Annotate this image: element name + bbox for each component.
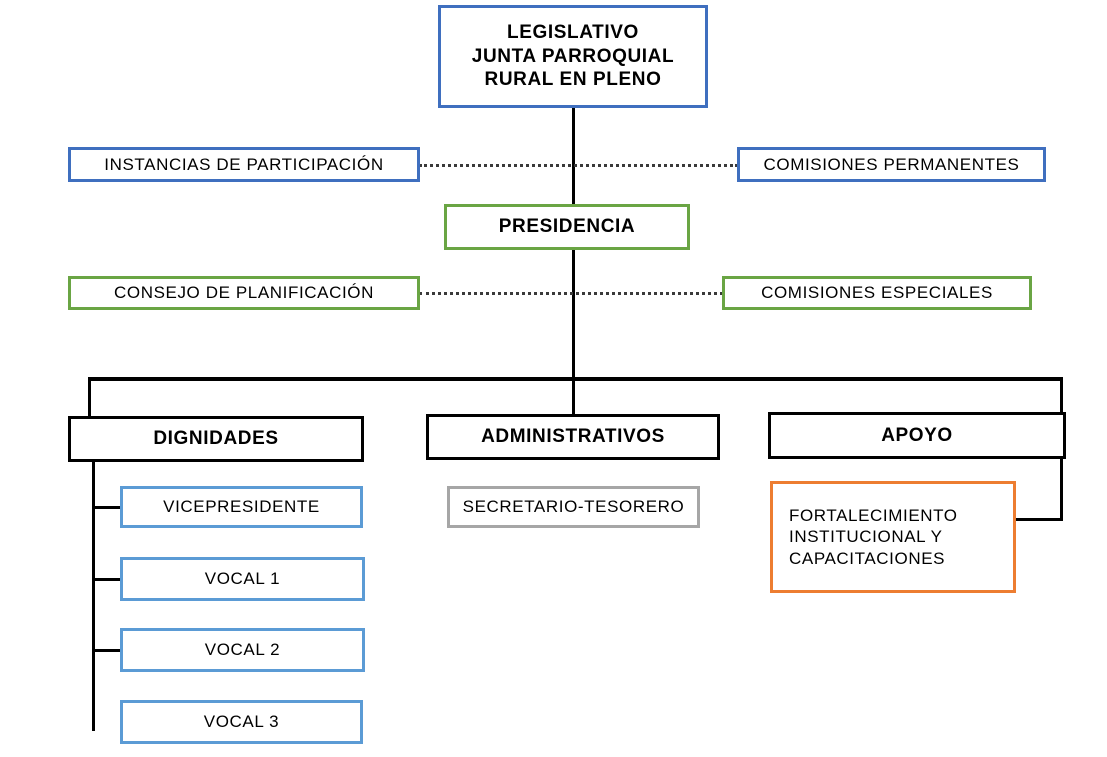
node-vicepresidente[interactable]: VICEPRESIDENTE xyxy=(120,486,363,528)
node-consejo-planificacion[interactable]: CONSEJO DE PLANIFICACIÓN xyxy=(68,276,420,310)
node-fortalecimiento-line1: FORTALECIMIENTO xyxy=(789,506,958,526)
node-secretario-tesorero[interactable]: SECRETARIO-TESORERO xyxy=(447,486,700,528)
node-secretario-tesorero-label: SECRETARIO-TESORERO xyxy=(462,497,685,517)
connector-dotted-row-2 xyxy=(419,292,723,295)
connector-stub-vicepresidente xyxy=(92,506,122,509)
node-presidencia-label: PRESIDENCIA xyxy=(498,216,636,238)
connector-legislativo-presidencia xyxy=(572,108,575,205)
node-fortalecimiento-institucional[interactable]: FORTALECIMIENTO INSTITUCIONAL Y CAPACITA… xyxy=(770,481,1016,593)
connector-bus-dignidades xyxy=(88,377,91,417)
node-vocal-3-label: VOCAL 3 xyxy=(203,712,280,732)
node-comisiones-especiales[interactable]: COMISIONES ESPECIALES xyxy=(722,276,1032,310)
connector-dignidades-spine xyxy=(92,462,95,731)
node-vocal-3[interactable]: VOCAL 3 xyxy=(120,700,363,744)
node-legislativo-line1: LEGISLATIVO xyxy=(507,21,639,43)
node-vocal-1[interactable]: VOCAL 1 xyxy=(120,557,365,601)
node-dignidades-label: DIGNIDADES xyxy=(153,428,279,450)
connector-dotted-row-1 xyxy=(419,164,738,167)
node-administrativos[interactable]: ADMINISTRATIVOS xyxy=(426,414,720,460)
connector-bus-administrativos xyxy=(572,377,575,415)
node-vocal-2[interactable]: VOCAL 2 xyxy=(120,628,365,672)
node-instancias-participacion[interactable]: INSTANCIAS DE PARTICIPACIÓN xyxy=(68,147,420,182)
node-legislativo-line3: RURAL EN PLENO xyxy=(484,69,662,91)
node-legislativo[interactable]: LEGISLATIVO JUNTA PARROQUIAL RURAL EN PL… xyxy=(438,5,708,108)
node-vicepresidente-label: VICEPRESIDENTE xyxy=(163,497,320,517)
node-comisiones-permanentes-label: COMISIONES PERMANENTES xyxy=(763,154,1020,174)
connector-presidencia-bus xyxy=(572,249,575,379)
node-comisiones-permanentes[interactable]: COMISIONES PERMANENTES xyxy=(737,147,1046,182)
connector-department-bus xyxy=(88,377,1063,381)
connector-stub-vocal-1 xyxy=(92,578,122,581)
node-fortalecimiento-line2: INSTITUCIONAL Y xyxy=(789,527,943,547)
node-presidencia[interactable]: PRESIDENCIA xyxy=(444,204,690,250)
node-administrativos-label: ADMINISTRATIVOS xyxy=(481,426,665,448)
node-legislativo-line2: JUNTA PARROQUIAL xyxy=(471,45,675,67)
node-dignidades[interactable]: DIGNIDADES xyxy=(68,416,364,462)
connector-apoyo-fortalecimiento xyxy=(1016,518,1063,521)
node-apoyo[interactable]: APOYO xyxy=(768,412,1066,459)
connector-stub-vocal-2 xyxy=(92,649,122,652)
node-consejo-planificacion-label: CONSEJO DE PLANIFICACIÓN xyxy=(114,283,374,303)
node-instancias-participacion-label: INSTANCIAS DE PARTICIPACIÓN xyxy=(104,154,384,174)
node-comisiones-especiales-label: COMISIONES ESPECIALES xyxy=(761,283,993,303)
node-apoyo-label: APOYO xyxy=(881,424,953,446)
node-vocal-1-label: VOCAL 1 xyxy=(204,569,281,589)
node-fortalecimiento-line3: CAPACITACIONES xyxy=(789,548,946,568)
node-vocal-2-label: VOCAL 2 xyxy=(204,640,281,660)
